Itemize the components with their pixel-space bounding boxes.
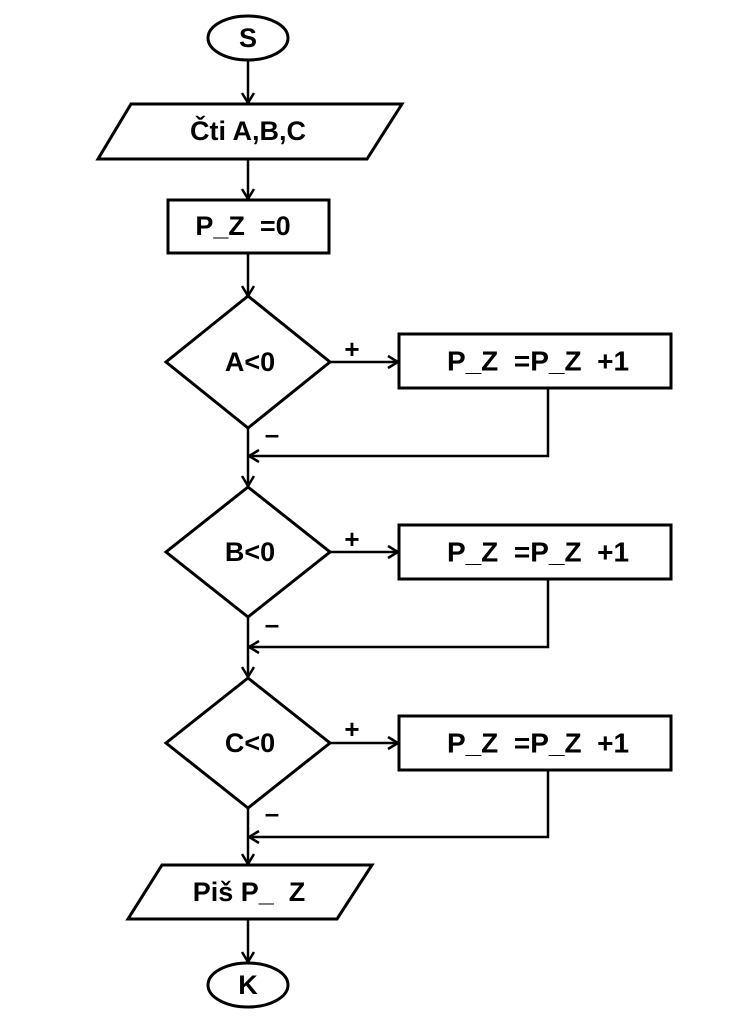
decision-c: C<0 [163,676,333,810]
connector-input-init [240,159,256,202]
decision-a-yes-label: + [344,334,359,364]
output-label: Piš P_ Z [193,877,306,907]
input-block: Čti A,B,C [95,102,405,161]
action-c-label: P_Z =P_Z +1 [447,728,629,759]
connector-action-a-merge [246,388,550,464]
output-block: Piš P_ Z [125,863,375,921]
input-label: Čti A,B,C [190,115,306,146]
start-terminal: S [206,14,290,62]
start-label: S [239,23,257,53]
decision-c-condition: C<0 [225,728,275,758]
action-b-block: P_Z =P_Z +1 [397,523,673,581]
connector-action-b-merge [246,579,550,655]
action-a-label: P_Z =P_Z +1 [447,346,629,377]
init-label: P_Z =0 [195,211,290,241]
action-c-block: P_Z =P_Z +1 [397,714,673,772]
action-b-label: P_Z =P_Z +1 [447,537,629,568]
connector-output-end [240,919,256,965]
decision-a-no-label: – [265,419,279,449]
end-terminal: K [206,961,290,1009]
decision-b-yes-label: + [344,524,359,554]
decision-a: A<0 [163,294,333,430]
init-block: P_Z =0 [166,198,331,255]
decision-b-no-label: – [265,609,279,639]
decision-a-condition: A<0 [225,347,275,377]
end-label: K [238,970,258,1000]
decision-c-yes-label: + [344,714,359,744]
action-a-block: P_Z =P_Z +1 [397,332,673,390]
connector-action-c-merge [246,770,550,845]
connector-decision-c-yes [330,735,401,751]
decision-c-no-label: – [265,798,279,828]
decision-b-condition: B<0 [225,537,275,567]
connector-init-decision-a [240,253,256,299]
decision-b: B<0 [163,485,333,619]
connector-decision-b-yes [330,544,401,560]
connector-start-input [240,60,256,106]
connector-decision-a-yes [330,354,401,370]
